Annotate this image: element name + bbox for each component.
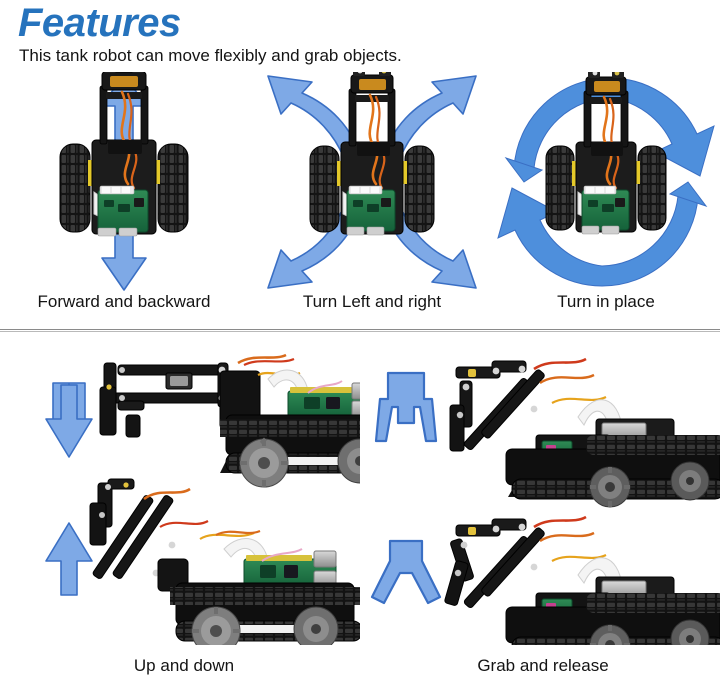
gripper-open-icon	[370, 539, 442, 605]
caption-turn-left-right: Turn Left and right	[302, 292, 442, 311]
robot-top-down-turn	[267, 72, 477, 289]
section-divider	[0, 329, 720, 330]
down-arrow-icon	[45, 382, 93, 458]
panel-grab-and-release	[366, 345, 720, 645]
robot-top-down-rotate	[497, 72, 715, 287]
robot-arm-raised	[89, 478, 360, 645]
page-subtitle: This tank robot can move flexibly and gr…	[19, 46, 402, 65]
gripper-closed-icon	[374, 371, 438, 443]
robot-side-arm-motion	[45, 353, 360, 645]
rotation-arrowheads-icon	[504, 157, 708, 207]
panel-forward-backward	[0, 72, 248, 292]
page-title: Features	[18, 1, 181, 45]
panel-turn-left-right	[258, 72, 486, 292]
caption-turn-in-place: Turn in place	[557, 292, 655, 311]
robot-gripper-open	[444, 515, 720, 645]
caption-forward-backward: Forward and backward	[37, 292, 211, 311]
section-divider-shadow	[0, 331, 720, 332]
panel-turn-in-place	[492, 72, 720, 292]
caption-grab-and-release: Grab and release	[477, 656, 609, 675]
robot-arm-lowered	[99, 353, 360, 488]
panel-up-and-down	[8, 345, 360, 645]
caption-up-and-down: Up and down	[133, 656, 235, 675]
robot-gripper-closed	[449, 357, 720, 508]
robot-top-down-forward	[59, 72, 189, 291]
robot-side-gripper-motion	[370, 357, 720, 645]
up-arrow-icon	[45, 522, 93, 596]
